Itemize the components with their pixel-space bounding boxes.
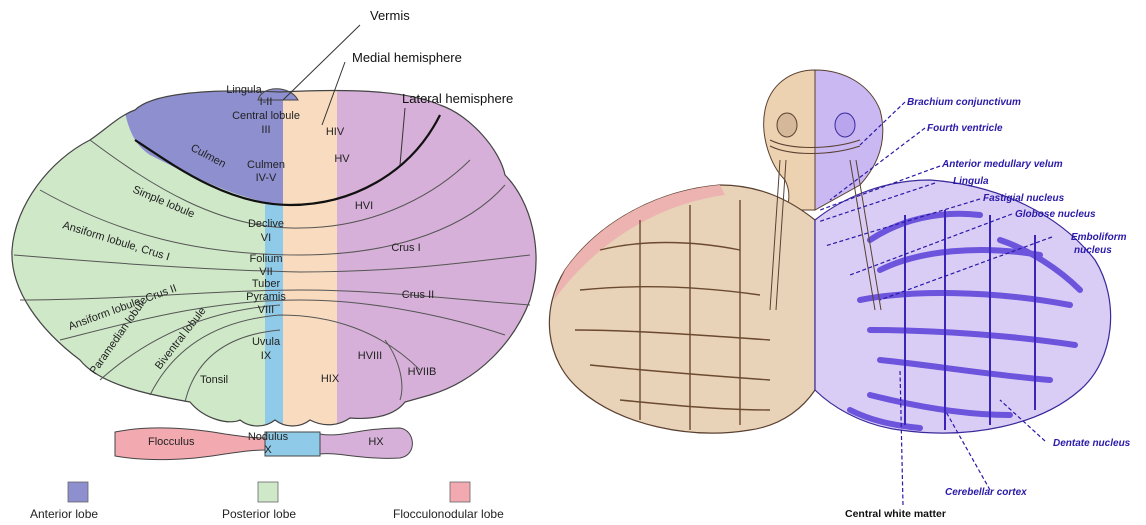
cerebellum-section [549, 70, 1110, 433]
label-culmen-vermis: Culmen [247, 159, 285, 171]
label-iii: III [261, 124, 270, 136]
label-lingula: Lingula [226, 84, 262, 96]
legend-swatch-anterior [68, 482, 88, 502]
label-vermis: Vermis [370, 8, 410, 23]
label-hiv: HIV [326, 126, 345, 138]
label-uvula: Uvula [252, 336, 281, 348]
label-flocculus: Flocculus [148, 436, 195, 448]
label-hviii: HVIII [358, 350, 382, 362]
legend-label-flocculonodular: Flocculonodular lobe [393, 507, 504, 521]
label-hvi: HVI [355, 200, 373, 212]
legend-label-posterior: Posterior lobe [222, 507, 296, 521]
label-vi: VI [261, 232, 271, 244]
label-viii: VIII [258, 304, 275, 316]
legend: Anterior lobe Posterior lobe Flocculonod… [30, 482, 504, 521]
label-hv: HV [334, 153, 350, 165]
label-hix: HIX [321, 373, 340, 385]
label-folium: Folium [249, 253, 282, 265]
label-globose-nucleus: Globose nucleus [1015, 209, 1096, 220]
label-vii: VII [259, 266, 272, 278]
label-x: X [264, 444, 272, 456]
label-i-ii: I-II [260, 96, 273, 108]
label-iv-v: IV-V [256, 172, 277, 184]
label-nodulus: Nodulus [248, 431, 289, 443]
label-declive: Declive [248, 218, 284, 230]
label-medial-hemisphere: Medial hemisphere [352, 50, 462, 65]
legend-swatch-flocculonodular [450, 482, 470, 502]
label-hviib: HVIIB [408, 366, 437, 378]
legend-swatch-posterior [258, 482, 278, 502]
label-central-white-matter: Central white matter [845, 508, 946, 520]
label-pyramis: Pyramis [246, 291, 286, 303]
legend-label-anterior: Anterior lobe [30, 507, 98, 521]
label-cerebellar-cortex: Cerebellar cortex [945, 487, 1027, 498]
label-crus-ii: Crus II [402, 289, 434, 301]
label-tonsil: Tonsil [200, 374, 228, 386]
label-lingula-right: Lingula [953, 176, 989, 187]
label-fourth-ventricle: Fourth ventricle [927, 123, 1003, 134]
label-ix: IX [261, 350, 272, 362]
label-brachium-conjunctivum: Brachium conjunctivum [907, 97, 1021, 108]
label-hx: HX [368, 436, 384, 448]
label-anterior-medullary-velum: Anterior medullary velum [941, 159, 1063, 170]
label-fastigial-nucleus: Fastigial nucleus [983, 193, 1065, 204]
label-crus-i: Crus I [391, 242, 420, 254]
label-tuber: Tuber [252, 278, 281, 290]
label-dentate-nucleus: Dentate nucleus [1053, 438, 1131, 449]
label-emboliform-2: nucleus [1074, 245, 1112, 256]
label-central-lobule: Central lobule [232, 110, 300, 122]
label-emboliform-1: Emboliform [1071, 232, 1127, 243]
label-lateral-hemisphere: Lateral hemisphere [402, 91, 513, 106]
